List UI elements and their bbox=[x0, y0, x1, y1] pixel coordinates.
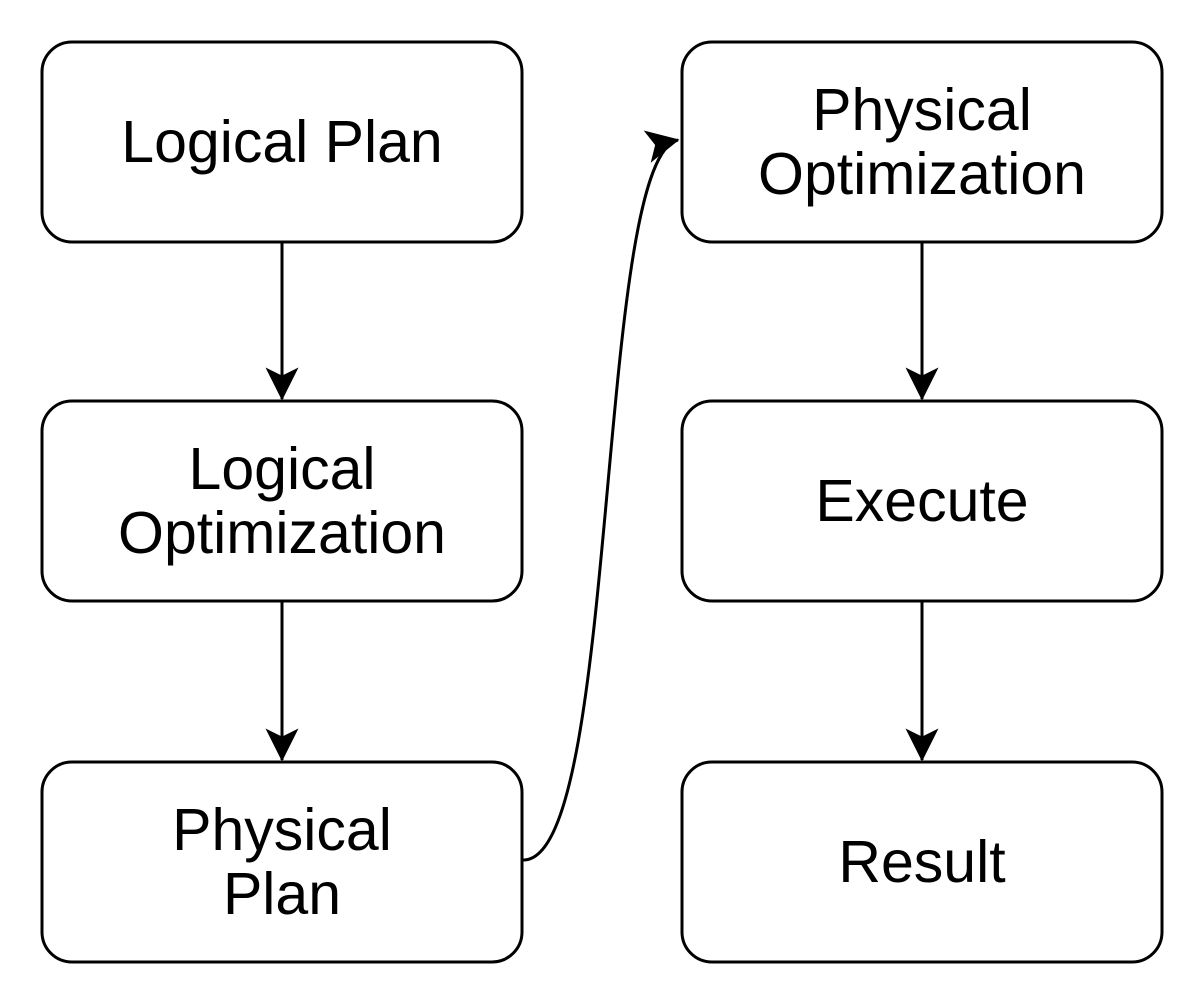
node-execute: Execute bbox=[680, 399, 1164, 603]
node-physical-plan-box bbox=[40, 760, 524, 964]
node-logical-plan-label: Logical Plan bbox=[121, 109, 442, 175]
node-logical-optimization-label-line2: Optimization bbox=[118, 500, 446, 566]
node-physical-optimization-label-line2: Optimization bbox=[758, 141, 1086, 207]
node-physical-optimization-label-line1: Physical bbox=[812, 77, 1032, 143]
node-logical-optimization: Logical Optimization bbox=[40, 399, 524, 603]
node-physical-plan-label-line2: Plan bbox=[223, 861, 341, 927]
node-logical-plan-box bbox=[40, 40, 524, 244]
node-execute-box bbox=[680, 399, 1164, 603]
node-logical-plan: Logical Plan bbox=[40, 40, 524, 244]
node-logical-optimization-label-line1: Logical bbox=[189, 436, 376, 502]
node-result-label: Result bbox=[838, 829, 1005, 895]
edge-physical-plan-to-physical-optimization bbox=[522, 130, 680, 862]
node-result-box bbox=[680, 760, 1164, 964]
node-logical-optimization-box bbox=[40, 399, 524, 603]
node-physical-optimization-box bbox=[680, 40, 1164, 244]
edges bbox=[265, 130, 939, 862]
node-physical-plan-label-line1: Physical bbox=[172, 797, 392, 863]
node-execute-label: Execute bbox=[815, 468, 1028, 534]
node-result: Result bbox=[680, 760, 1164, 964]
node-physical-plan: Physical Plan bbox=[40, 760, 524, 964]
node-physical-optimization: Physical Optimization bbox=[680, 40, 1164, 244]
